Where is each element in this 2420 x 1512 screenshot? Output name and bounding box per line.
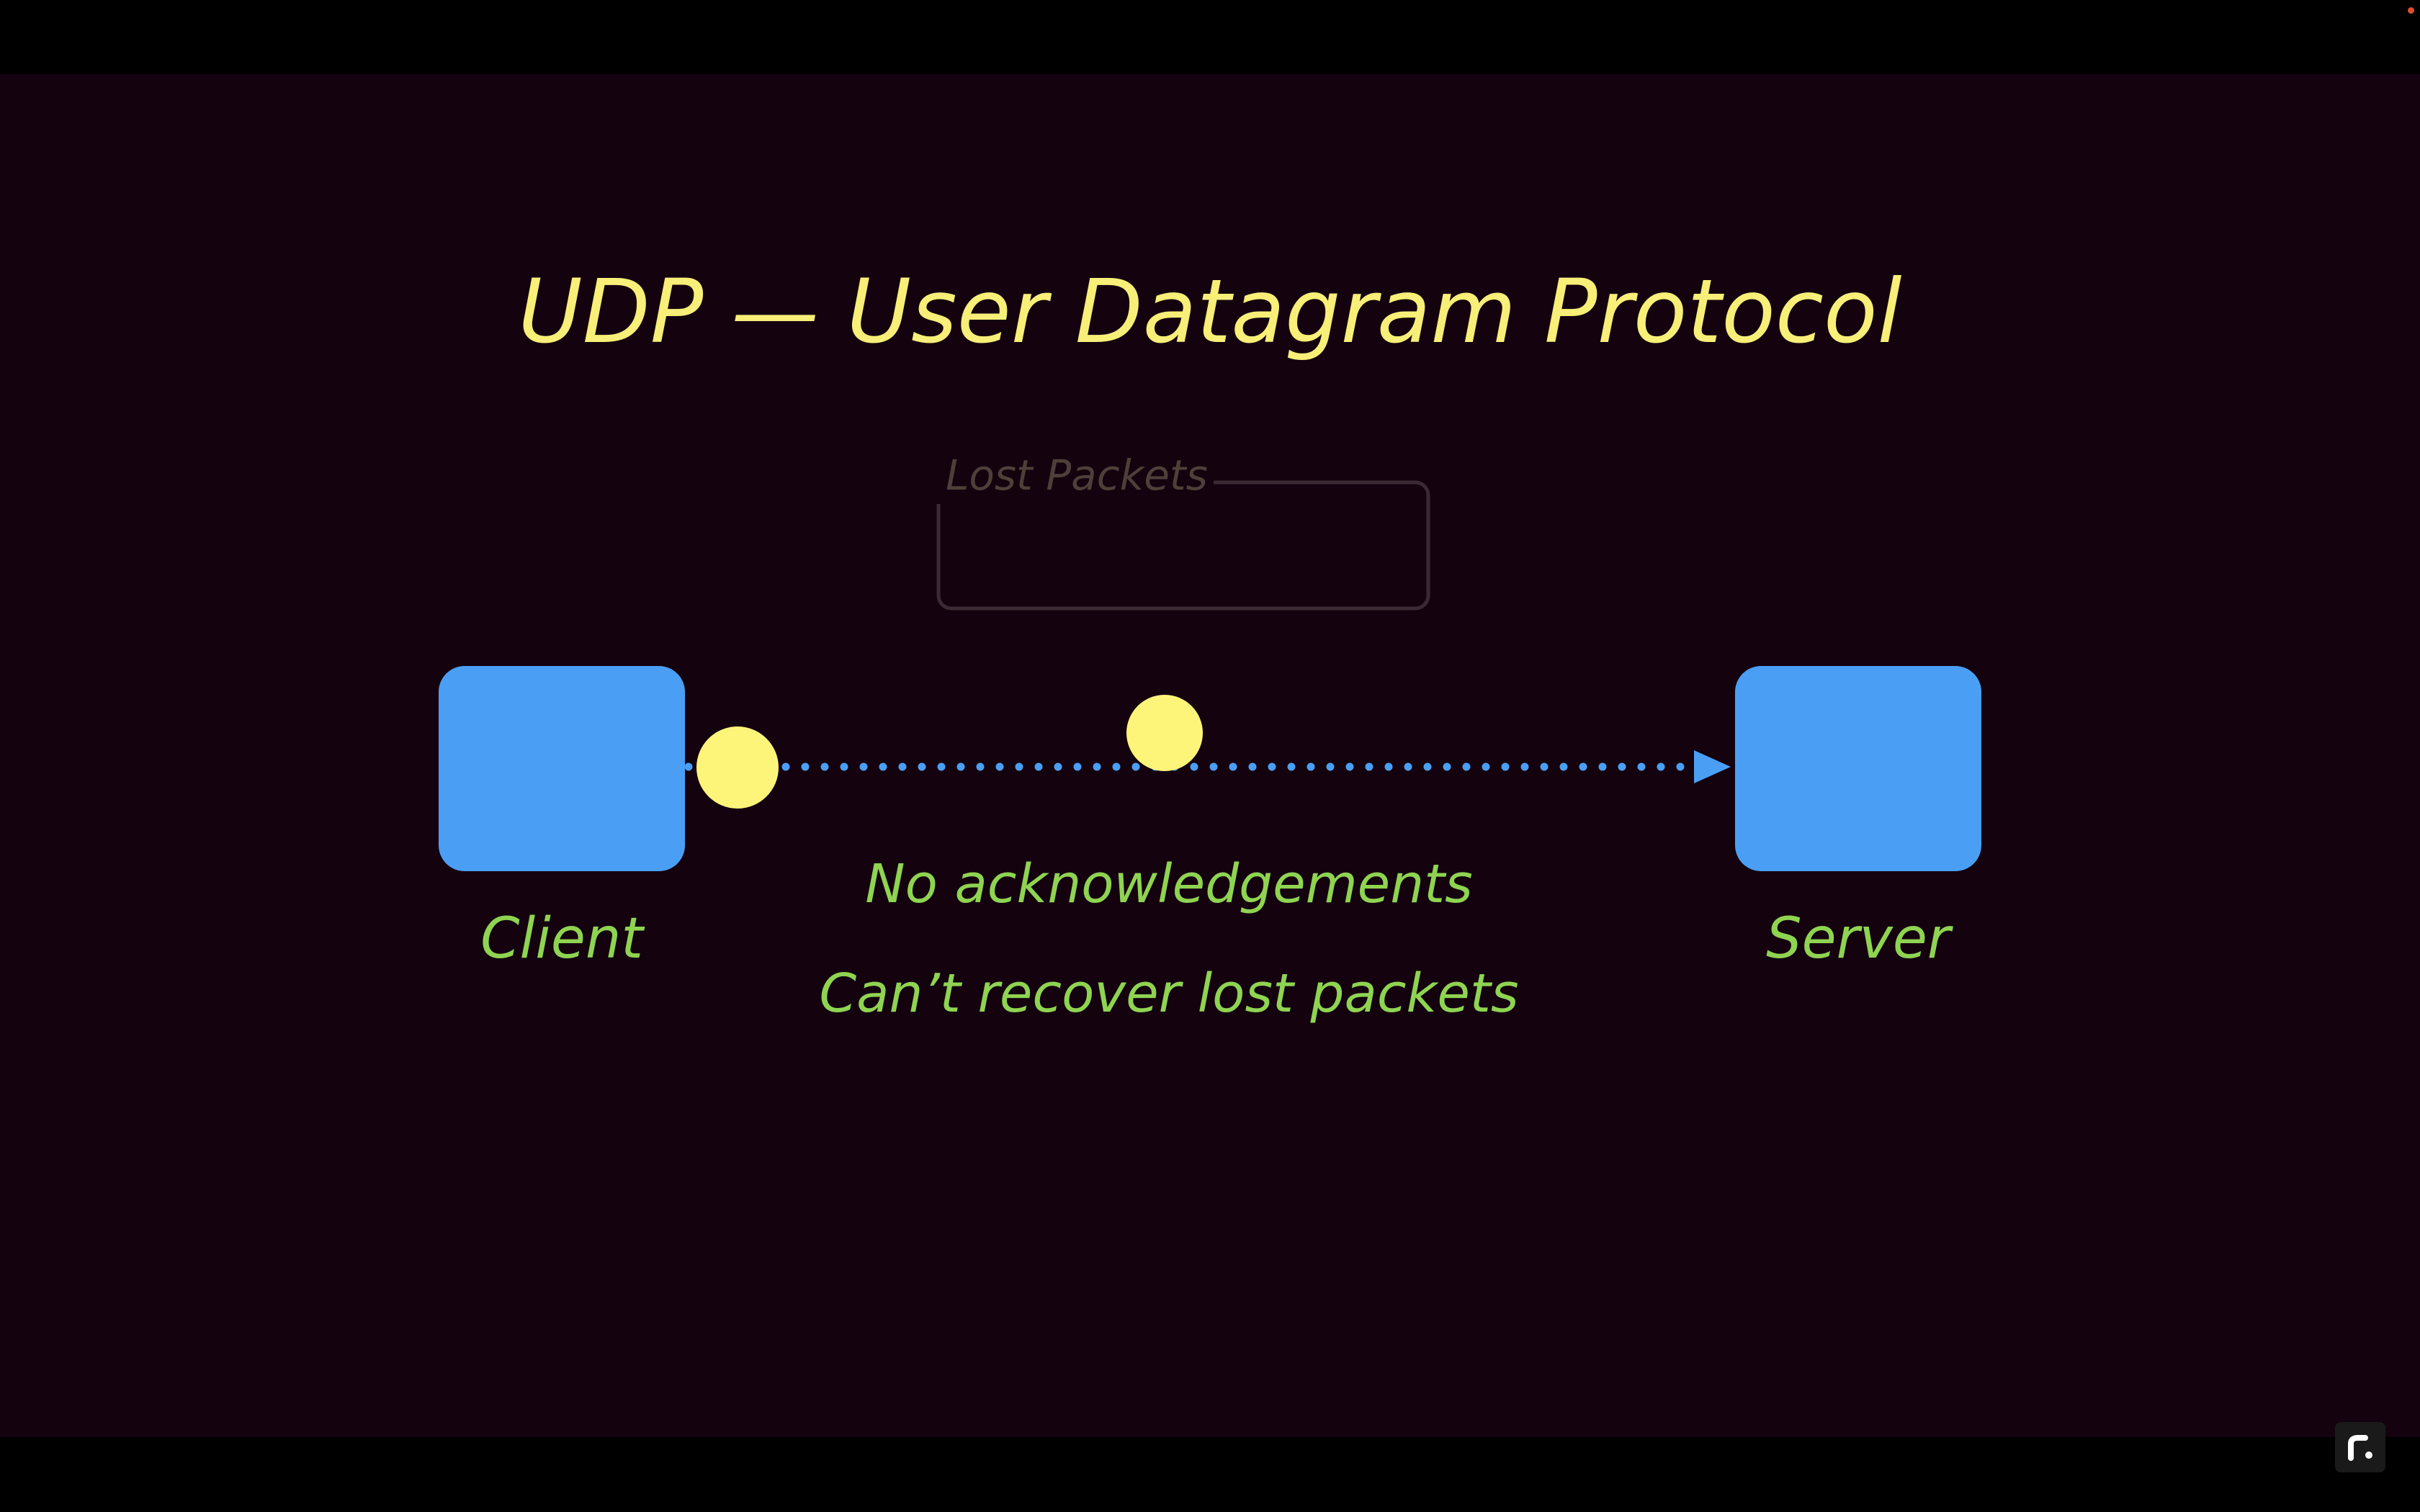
arrow-right-icon <box>1694 750 1731 783</box>
r-logo-icon[interactable] <box>2335 1422 2385 1472</box>
server-label: Server <box>1766 906 1954 971</box>
diagram-title: UDP — User Datagram Protocol <box>519 261 1902 363</box>
client-label: Client <box>480 906 645 971</box>
note-cant-recover: Can’t recover lost packets <box>819 963 1518 1025</box>
note-no-acknowledgements: No acknowledgements <box>865 853 1472 915</box>
lost-packets-box: Lost Packets <box>936 451 1430 611</box>
packet-near-client <box>696 726 779 809</box>
recording-dot-icon <box>2408 7 2414 14</box>
lost-packets-label-gap <box>936 461 1214 504</box>
transmission-arrow <box>684 750 1731 783</box>
lost-packets-label: Lost Packets <box>946 451 1208 500</box>
packet-in-transit <box>1126 695 1203 771</box>
server-node <box>1735 666 1981 871</box>
client-node <box>439 666 685 871</box>
slide-canvas <box>0 74 2420 1437</box>
